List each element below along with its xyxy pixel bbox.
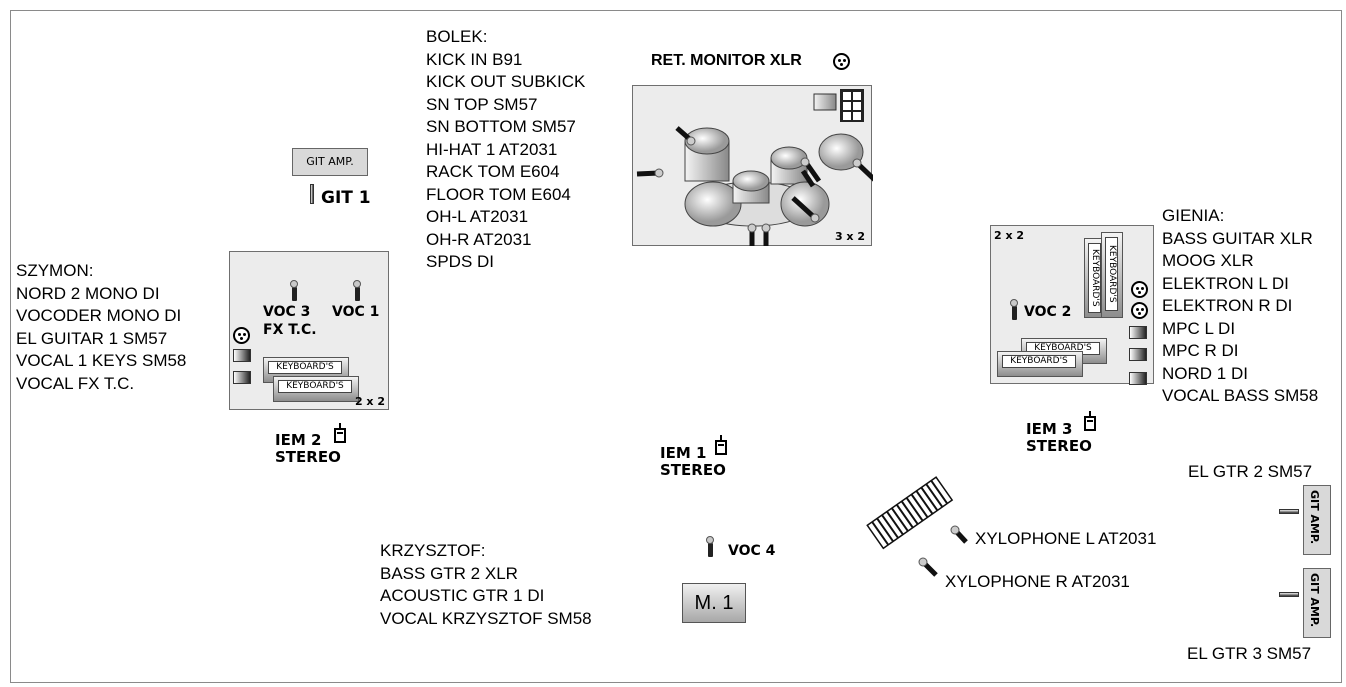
keyboard-label: KEYBOARD'S — [278, 380, 352, 393]
bolek-item: FLOOR TOM E604 — [426, 184, 571, 204]
krzysztof-input-list: KRZYSZTOF: BASS GTR 2 XLR ACOUSTIC GTR 1… — [380, 540, 592, 630]
iem-transmitter-icon — [334, 423, 346, 443]
di-box-icon — [1129, 348, 1147, 361]
iem1-label: IEM 1 STEREO — [660, 444, 726, 479]
szymon-item: VOCAL 1 KEYS SM58 — [16, 351, 187, 370]
voc1-label: VOC 1 — [332, 304, 380, 320]
xlr-connector-icon — [233, 327, 250, 344]
iem-transmitter-icon — [715, 435, 727, 455]
di-box-icon — [233, 371, 251, 384]
szymon-title: SZYMON: — [16, 261, 94, 280]
bolek-item: OH-L AT2031 — [426, 207, 529, 226]
bolek-item: SN TOP SM57 — [426, 94, 538, 114]
gienia-item: MOOG XLR — [1162, 251, 1254, 270]
voc4-mic-icon — [706, 536, 714, 557]
gienia-item: BASS GUITAR XLR — [1162, 228, 1313, 248]
ret-monitor-label: RET. MONITOR XLR — [651, 52, 802, 69]
xylophone-l-label: XYLOPHONE L AT2031 — [975, 529, 1157, 548]
voc3-label: VOC 3 — [263, 304, 311, 320]
szymon-item: EL GUITAR 1 SM57 — [16, 328, 168, 348]
di-box-icon — [1129, 326, 1147, 339]
di-box-icon — [1129, 372, 1147, 385]
voc1-mic-icon — [353, 280, 361, 301]
xlr-connector-icon — [833, 53, 850, 70]
el-gtr2-label: EL GTR 2 SM57 — [1188, 462, 1313, 481]
gienia-title: GIENIA: — [1162, 206, 1225, 225]
xylophone-r-label: XYLOPHONE R AT2031 — [945, 572, 1130, 591]
iem-transmitter-icon — [1084, 411, 1096, 431]
gienia-input-list: GIENIA: BASS GUITAR XLR MOOG XLR ELEKTRO… — [1162, 205, 1318, 408]
drum-riser: 3 x 2 — [632, 85, 873, 246]
guitar-mic-icon — [1279, 592, 1299, 597]
di-box-icon — [233, 349, 251, 362]
szymon-riser: VOC 3 FX T.C. VOC 1 KEYBOARD'S KEYBOARD'… — [229, 251, 389, 410]
xylophone-icon — [866, 476, 954, 550]
xylophone-r-mic-icon — [918, 557, 938, 577]
el-gtr3-label: EL GTR 3 SM57 — [1187, 644, 1312, 663]
git-amp-1: GIT AMP. — [292, 148, 368, 176]
voc2-mic-icon — [1010, 299, 1018, 320]
stage-frame — [10, 10, 1342, 683]
bolek-item: KICK OUT SUBKICK — [426, 72, 586, 91]
iem3-label: IEM 3 STEREO — [1026, 420, 1092, 455]
keyboard-icon: KEYBOARD'S — [273, 376, 359, 402]
git-amp-3: GIT AMP. — [1303, 568, 1331, 638]
guitar-mic-icon — [1279, 509, 1299, 514]
szymon-item: VOCAL FX T.C. — [16, 373, 135, 393]
fx-tc-label: FX T.C. — [263, 322, 317, 338]
bolek-item: SN BOTTOM SM57 — [426, 117, 576, 136]
szymon-input-list: SZYMON: NORD 2 MONO DI VOCODER MONO DI E… — [16, 260, 186, 395]
bolek-item: SPDS DI — [426, 252, 495, 271]
gienia-item: MPC R DI — [1162, 341, 1239, 360]
riser-size-label: 3 x 2 — [834, 230, 865, 243]
bolek-item: HI-HAT 1 AT2031 — [426, 139, 558, 159]
szymon-item: NORD 2 MONO DI — [16, 283, 160, 303]
bolek-item: RACK TOM E604 — [426, 162, 560, 181]
gienia-item: ELEKTRON L DI — [1162, 273, 1289, 293]
bolek-title: BOLEK: — [426, 27, 488, 46]
gienia-item: ELEKTRON R DI — [1162, 296, 1293, 315]
xlr-connector-icon — [1131, 302, 1148, 319]
gienia-item: NORD 1 DI — [1162, 363, 1248, 383]
krzysztof-item: VOCAL KRZYSZTOF SM58 — [380, 608, 592, 628]
riser-size-label: 2 x 2 — [354, 395, 385, 408]
iem2-label: IEM 2 STEREO — [275, 431, 341, 466]
krzysztof-item: ACOUSTIC GTR 1 DI — [380, 586, 545, 605]
git1-mic-icon — [310, 184, 314, 204]
gienia-item: MPC L DI — [1162, 318, 1236, 338]
keyboard-icon: KEYBOARD'S — [1084, 238, 1106, 318]
gienia-riser: 2 x 2 KEYBOARD'S KEYBOARD'S VOC 2 KEYBOA… — [990, 225, 1154, 385]
riser-size-label: 2 x 2 — [994, 229, 1025, 242]
git-amp-2: GIT AMP. — [1303, 485, 1331, 555]
bolek-item: KICK IN B91 — [426, 49, 523, 69]
szymon-item: VOCODER MONO DI — [16, 306, 182, 325]
monitor-wedge-m1: M. 1 — [682, 583, 746, 623]
gienia-item: VOCAL BASS SM58 — [1162, 386, 1319, 405]
voc2-label: VOC 2 — [1024, 304, 1072, 320]
krzysztof-item: BASS GTR 2 XLR — [380, 563, 518, 583]
drum-kit-icon — [636, 89, 873, 246]
keyboard-label: KEYBOARD'S — [268, 361, 342, 374]
git1-label: GIT 1 — [321, 188, 371, 208]
bolek-item: OH-R AT2031 — [426, 229, 532, 249]
voc4-label: VOC 4 — [728, 543, 776, 559]
bolek-input-list: BOLEK: KICK IN B91 KICK OUT SUBKICK SN T… — [426, 26, 585, 274]
xlr-connector-icon — [1131, 281, 1148, 298]
keyboard-label: KEYBOARD'S — [1002, 355, 1076, 368]
xylophone-l-mic-icon — [950, 525, 968, 544]
keyboard-icon: KEYBOARD'S — [997, 351, 1083, 377]
voc3-mic-icon — [290, 280, 298, 301]
keyboard-label: KEYBOARD'S — [1088, 243, 1101, 313]
keyboard-icon: KEYBOARD'S — [1101, 232, 1123, 318]
keyboard-label: KEYBOARD'S — [1105, 237, 1118, 311]
krzysztof-title: KRZYSZTOF: — [380, 541, 486, 560]
